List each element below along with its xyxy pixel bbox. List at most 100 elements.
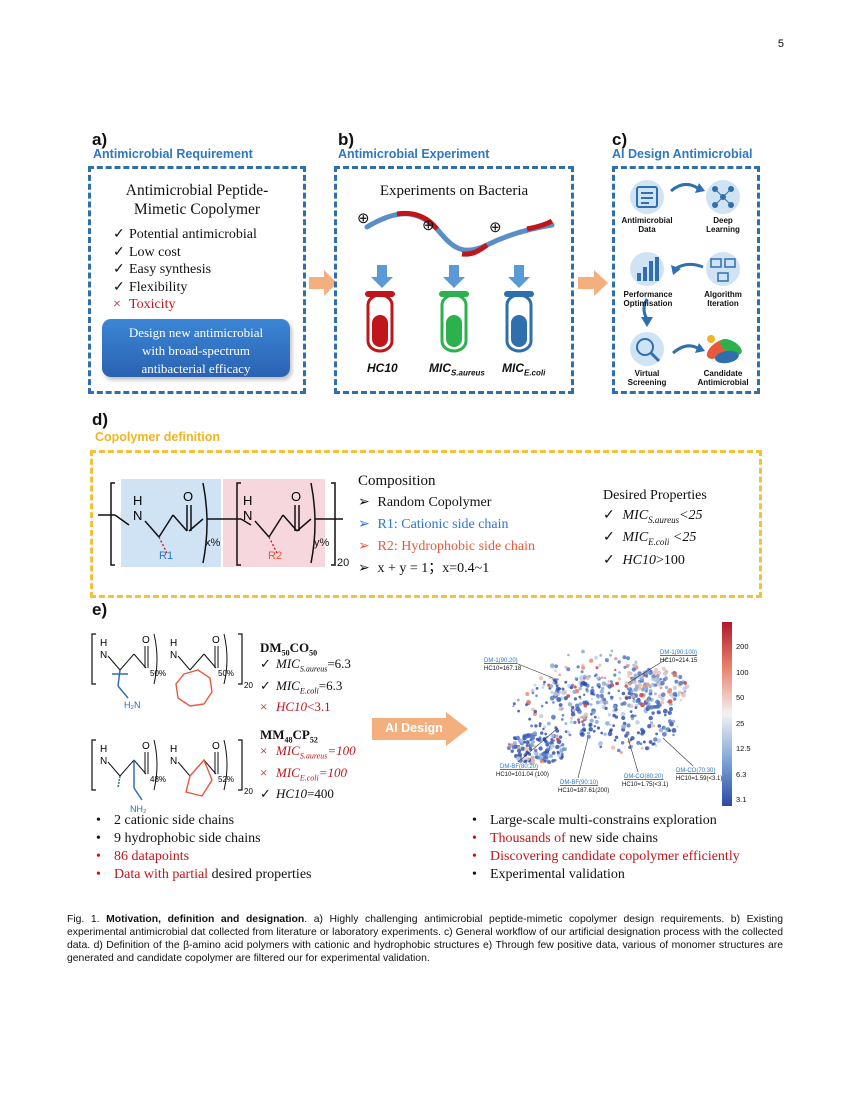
map-point xyxy=(645,669,650,674)
tube-label-mic-ecoli: MICE.coli xyxy=(502,361,546,378)
map-label-value: HC10=214.15 xyxy=(660,658,698,664)
map-point xyxy=(581,663,585,667)
panel-b-heading: Experiments on Bacteria xyxy=(379,183,529,199)
map-point xyxy=(549,663,555,669)
map-point xyxy=(558,703,563,707)
map-point xyxy=(661,666,666,671)
map-point xyxy=(572,708,575,712)
map-point xyxy=(684,684,690,689)
map-point xyxy=(634,661,638,665)
map-point xyxy=(550,743,555,749)
r2-label: R2 xyxy=(268,550,283,562)
left-bullets: 2 cationic side chains 9 hydrophobic sid… xyxy=(96,812,312,884)
map-point xyxy=(533,683,537,687)
map-point xyxy=(564,722,568,726)
poly2-n: 20 xyxy=(244,787,253,796)
map-point xyxy=(601,686,605,691)
map-point xyxy=(512,702,516,706)
svg-text:H: H xyxy=(170,638,177,649)
map-point xyxy=(566,667,571,672)
map-point xyxy=(569,720,573,724)
poly1-pct2: 50% xyxy=(218,669,234,678)
svg-text:N: N xyxy=(243,508,252,523)
map-point xyxy=(672,691,678,697)
map-point xyxy=(586,734,591,739)
map-point xyxy=(551,759,555,763)
map-point xyxy=(555,729,560,733)
map-point xyxy=(614,708,617,712)
map-point xyxy=(515,735,520,741)
check-icon: ✓ xyxy=(260,677,271,693)
colorbar-ticks: 200 100 50 25 12.5 6.3 3.1 xyxy=(736,634,751,813)
map-point xyxy=(534,748,538,752)
map-point xyxy=(621,715,626,721)
map-point xyxy=(524,746,529,751)
check-icon: ✓ xyxy=(113,244,125,260)
map-point xyxy=(586,731,591,735)
map-point xyxy=(596,726,601,730)
map-point xyxy=(658,711,661,715)
requirement-text: Easy synthesis xyxy=(129,262,212,277)
map-point xyxy=(626,723,631,728)
check-icon: ✓ xyxy=(113,227,125,242)
map-point xyxy=(507,746,511,751)
caption-prefix: Fig. 1. xyxy=(67,914,107,925)
map-point xyxy=(573,685,577,689)
composition-item: ➢ R2: Hydrophobic side chain xyxy=(358,536,535,558)
map-point xyxy=(558,673,561,677)
map-point xyxy=(653,683,658,687)
panel-a-requirements: ✓Potential antimicrobial ✓Low cost ✓Easy… xyxy=(113,226,257,314)
page-number: 5 xyxy=(777,38,784,50)
svg-text:O: O xyxy=(142,741,150,752)
colorbar-tick: 25 xyxy=(736,718,745,728)
desired-list: ✓ MICS.aureus<25 ✓ MICE.coli <25 ✓ HC10>… xyxy=(603,507,703,569)
plus-charge-icon: ⊕ xyxy=(489,219,502,236)
map-point xyxy=(535,755,540,760)
map-point xyxy=(542,727,545,731)
map-point xyxy=(645,689,648,693)
map-point xyxy=(601,681,607,686)
map-point xyxy=(631,717,635,721)
map-point xyxy=(633,673,638,678)
bullet-item: Large-scale multi-constrains exploration xyxy=(472,812,740,830)
map-point xyxy=(530,735,535,741)
map-point xyxy=(554,664,558,668)
map-point xyxy=(538,724,542,728)
map-point xyxy=(591,686,594,689)
map-point xyxy=(523,736,527,740)
map-point xyxy=(610,695,614,700)
map-point xyxy=(660,700,665,705)
map-label-name: DM-BF(90:10) xyxy=(560,780,599,786)
map-point xyxy=(644,673,649,678)
cross-icon: × xyxy=(260,764,268,780)
map-point xyxy=(531,707,535,712)
map-point xyxy=(611,745,616,750)
map-point xyxy=(648,691,653,696)
arrow-a-to-b xyxy=(309,270,337,296)
map-point xyxy=(532,731,538,736)
map-point xyxy=(576,665,580,669)
requirement-item: ✓Flexibility xyxy=(113,279,257,297)
svg-text:H: H xyxy=(243,493,252,508)
map-point xyxy=(621,691,626,696)
map-point xyxy=(581,727,586,732)
map-point xyxy=(610,649,614,653)
map-point xyxy=(620,702,624,706)
map-point xyxy=(672,733,675,737)
poly1-n: 20 xyxy=(244,681,253,690)
map-point xyxy=(668,729,672,733)
map-point xyxy=(645,682,650,687)
svg-text:N: N xyxy=(170,756,177,767)
map-point xyxy=(598,663,602,667)
map-point xyxy=(649,721,654,725)
map-point xyxy=(596,676,600,680)
map-point xyxy=(664,685,669,690)
panel-d-title: Copolymer definition xyxy=(95,430,220,444)
map-point xyxy=(597,696,600,699)
map-point xyxy=(661,692,666,697)
map-point xyxy=(564,680,568,684)
map-point xyxy=(681,691,684,695)
map-point xyxy=(653,737,658,742)
